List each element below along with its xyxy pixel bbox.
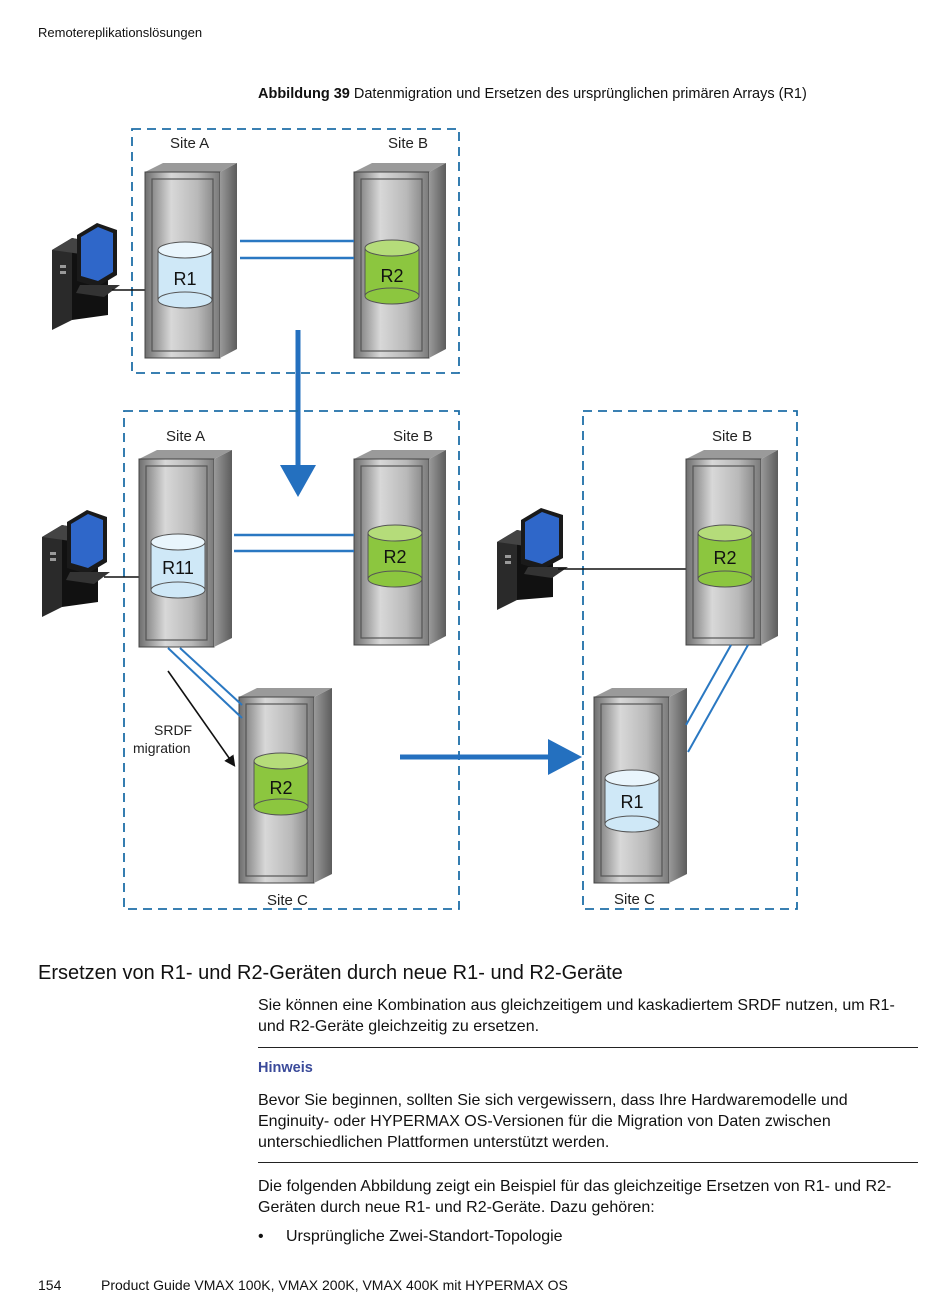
intro-paragraph: Sie können eine Kombination aus gleichze… [258,997,895,1035]
figure-caption-text: Datenmigration und Ersetzen des ursprüng… [353,86,807,102]
srdf-migration-label-line2: migration [133,740,191,756]
bl-disk-r11-label: R11 [162,558,194,578]
running-header: Remotereplikationslösungen [38,25,203,40]
down-arrow-head-icon [280,465,316,497]
bl-disk-r2-b-icon [367,524,423,588]
footer-doc-title: Product Guide VMAX 100K, VMAX 200K, VMAX… [101,1277,568,1293]
br-site-c-label: Site C [614,891,655,908]
figure-caption: Abbildung 39 Datenmigration und Ersetzen… [258,86,807,102]
note-text: Bevor Sie beginnen, sollten Sie sich ver… [258,1092,848,1151]
bullet-marker: • [258,1228,264,1245]
bullet-item: Ursprüngliche Zwei-Standort-Topologie [286,1228,563,1245]
figure-label: Abbildung 39 [258,86,350,102]
top-site-b-label: Site B [388,135,428,152]
top-host-computer-icon [52,223,120,330]
srdf-migration-arrow [167,670,236,767]
section-heading: Ersetzen von R1- und R2-Geräten durch ne… [38,962,623,984]
top-panel-border [131,128,460,374]
bl-disk-r2-b-label: R2 [383,547,406,567]
note-label: Hinweis [258,1060,313,1076]
top-disk-r2-icon [364,239,420,305]
top-site-a-label: Site A [170,135,209,152]
bottom-left-panel-border [123,410,460,910]
replication-diagram: Site A Site B R1 R2 [42,128,798,910]
right-arrow-head-icon [548,739,582,775]
page-number: 154 [38,1277,62,1293]
br-host-computer-icon [497,508,568,610]
bl-host-computer-icon [42,510,110,617]
top-disk-r1-label: R1 [173,269,196,289]
br-disk-r2-icon [697,524,753,588]
bottom-right-panel-border [582,410,798,910]
br-disk-r1-icon [604,769,660,833]
bl-site-c-label: Site C [267,892,308,909]
note-bottom-rule [258,1162,918,1163]
bl-disk-r2-c-icon [253,752,309,816]
note-top-rule [258,1047,918,1048]
bl-site-b-label: Site B [393,428,433,445]
bl-disk-r2-c-label: R2 [269,778,292,798]
br-site-b-label: Site B [712,428,752,445]
br-disk-r1-label: R1 [620,792,643,812]
after-note-paragraph: Die folgenden Abbildung zeigt ein Beispi… [258,1178,892,1216]
bl-disk-r11-icon [150,533,206,599]
bl-site-a-label: Site A [166,428,205,445]
top-disk-r1-icon [157,241,213,309]
top-disk-r2-label: R2 [380,266,403,286]
br-disk-r2-label: R2 [713,548,736,568]
srdf-migration-label-line1: SRDF [154,722,192,738]
